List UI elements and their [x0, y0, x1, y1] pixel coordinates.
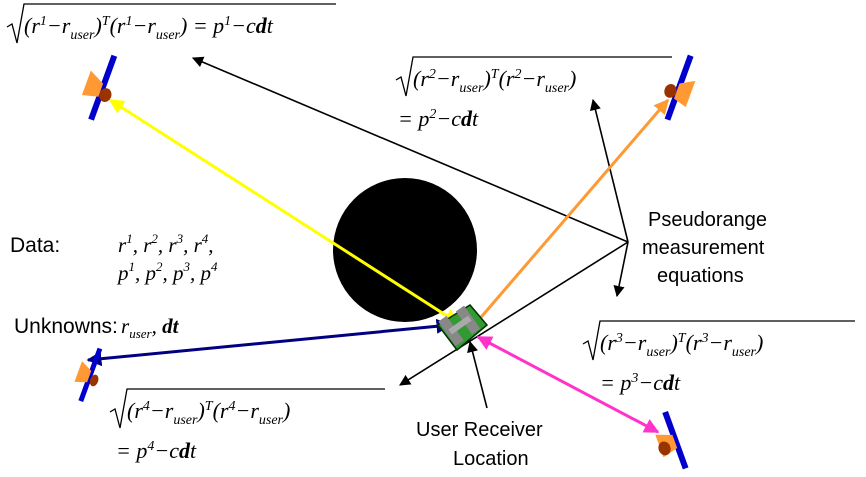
- satellite-icon: [664, 54, 696, 121]
- equation-4: (r4−ruser)T(r4−ruser) = p4−cdt: [109, 388, 385, 463]
- earth-icon: [333, 178, 477, 322]
- data-label: Data:: [10, 234, 60, 257]
- equation-2: (r2−ruser)T(r2−ruser) = p2−cdt: [395, 56, 672, 131]
- data-values-p: p1, p2, p3, p4: [116, 259, 218, 285]
- svg-text:(r2−ruser)T(r2−ruser): (r2−ruser)T(r2−ruser): [413, 66, 576, 96]
- svg-text:= p3−cdt: = p3−cdt: [600, 370, 681, 395]
- svg-text:(r1−ruser)T(r1−ruser) = p1−cdt: (r1−ruser)T(r1−ruser) = p1−cdt: [24, 13, 274, 43]
- arrow-to-receiver: [467, 340, 488, 409]
- equation-1: (r1−ruser)T(r1−ruser) = p1−cdt: [6, 3, 336, 44]
- svg-text:Location: Location: [453, 448, 529, 470]
- receiver-icon: [436, 304, 489, 352]
- svg-text:measurement: measurement: [642, 237, 765, 259]
- unknowns-label: Unknowns:: [14, 315, 118, 338]
- arrow-to-eq3: [613, 241, 629, 298]
- range-link-sat3: [476, 335, 660, 434]
- svg-text:= p4−cdt: = p4−cdt: [116, 438, 197, 463]
- equation-3: (r3−ruser)T(r3−ruser) = p3−cdt: [582, 320, 855, 395]
- arrow-to-eq2: [589, 98, 629, 243]
- range-link-sat4: [86, 318, 452, 367]
- receiver-location-label: User Receiver Location: [416, 419, 543, 470]
- svg-text:(r4−ruser)T(r4−ruser): (r4−ruser)T(r4−ruser): [127, 398, 290, 428]
- satellite-icon: [81, 54, 118, 121]
- svg-text:Pseudorange: Pseudorange: [648, 209, 767, 231]
- satellite-icon: [74, 347, 103, 403]
- satellite-icon: [655, 410, 689, 470]
- svg-text:User Receiver: User Receiver: [416, 419, 543, 441]
- data-values-r: r1, r2, r3, r4,: [118, 231, 214, 257]
- range-link-sat2: [468, 98, 670, 332]
- range-link-sat1: [108, 98, 460, 325]
- svg-text:(r3−ruser)T(r3−ruser): (r3−ruser)T(r3−ruser): [600, 330, 763, 360]
- unknowns-values: ruser, dt: [121, 314, 180, 341]
- pseudorange-label: Pseudorange measurement equations: [642, 209, 767, 287]
- svg-text:equations: equations: [657, 265, 744, 287]
- svg-text:= p2−cdt: = p2−cdt: [398, 106, 479, 131]
